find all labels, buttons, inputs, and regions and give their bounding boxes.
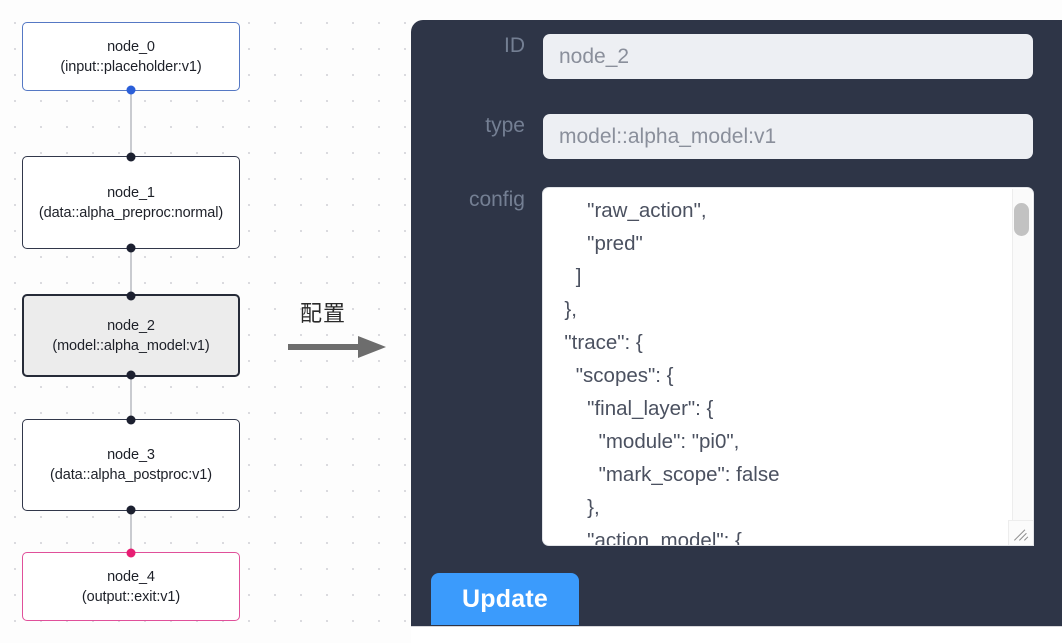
node-handle-target[interactable] bbox=[126, 548, 136, 558]
config-textarea-wrapper: "raw_action", "pred" ] }, "trace": { "sc… bbox=[543, 188, 1033, 545]
panel-bottom-strip bbox=[411, 626, 1062, 644]
node-handle-source[interactable] bbox=[126, 85, 136, 95]
config-label: config bbox=[468, 188, 525, 211]
id-label: ID bbox=[504, 34, 525, 57]
arrow-label: 配置 bbox=[300, 302, 347, 327]
edge-node0-node1 bbox=[130, 91, 132, 156]
flow-node-label: node_0(input::placeholder:v1) bbox=[60, 38, 202, 75]
type-label: type bbox=[485, 114, 525, 137]
flow-node-node_0[interactable]: node_0(input::placeholder:v1) bbox=[22, 22, 240, 95]
node-config-panel: ID type config "raw_action", "pred" ] },… bbox=[411, 20, 1062, 626]
edge-node3-node4 bbox=[130, 511, 132, 552]
field-row-id: ID bbox=[411, 34, 1033, 79]
node-handle-source[interactable] bbox=[126, 370, 136, 380]
config-scrollbar-track[interactable] bbox=[1012, 189, 1032, 520]
config-scrollbar-thumb[interactable] bbox=[1014, 203, 1029, 236]
node-handle-target[interactable] bbox=[126, 415, 136, 425]
config-textarea[interactable]: "raw_action", "pred" ] }, "trace": { "sc… bbox=[543, 188, 1033, 545]
node-handle-target[interactable] bbox=[126, 152, 136, 162]
node-handle-source[interactable] bbox=[126, 243, 136, 253]
field-row-config: config "raw_action", "pred" ] }, "trace"… bbox=[411, 188, 1033, 545]
edge-node2-node3 bbox=[130, 377, 132, 419]
flow-node-label: node_4(output::exit:v1) bbox=[81, 568, 181, 605]
id-input[interactable] bbox=[543, 34, 1033, 79]
flow-node-label: node_1(data::alpha_preproc:normal) bbox=[38, 184, 224, 221]
transition-arrow-group: 配置 bbox=[288, 296, 400, 366]
field-row-type: type bbox=[411, 114, 1033, 159]
flow-node-label: node_2(model::alpha_model:v1) bbox=[52, 317, 210, 354]
config-resize-handle[interactable] bbox=[1008, 520, 1033, 545]
type-input[interactable] bbox=[543, 114, 1033, 159]
flow-node-node_3[interactable]: node_3(data::alpha_postproc:v1) bbox=[22, 415, 240, 515]
flow-node-node_4[interactable]: node_4(output::exit:v1) bbox=[22, 548, 240, 621]
arrow-right-icon bbox=[288, 336, 386, 358]
node-handle-target[interactable] bbox=[126, 291, 136, 301]
node-handle-source[interactable] bbox=[126, 505, 136, 515]
flow-node-node_1[interactable]: node_1(data::alpha_preproc:normal) bbox=[22, 152, 240, 253]
flow-node-node_2[interactable]: node_2(model::alpha_model:v1) bbox=[22, 291, 240, 380]
flow-node-label: node_3(data::alpha_postproc:v1) bbox=[50, 447, 212, 483]
update-button[interactable]: Update bbox=[431, 573, 579, 625]
edge-node1-node2 bbox=[130, 249, 132, 294]
